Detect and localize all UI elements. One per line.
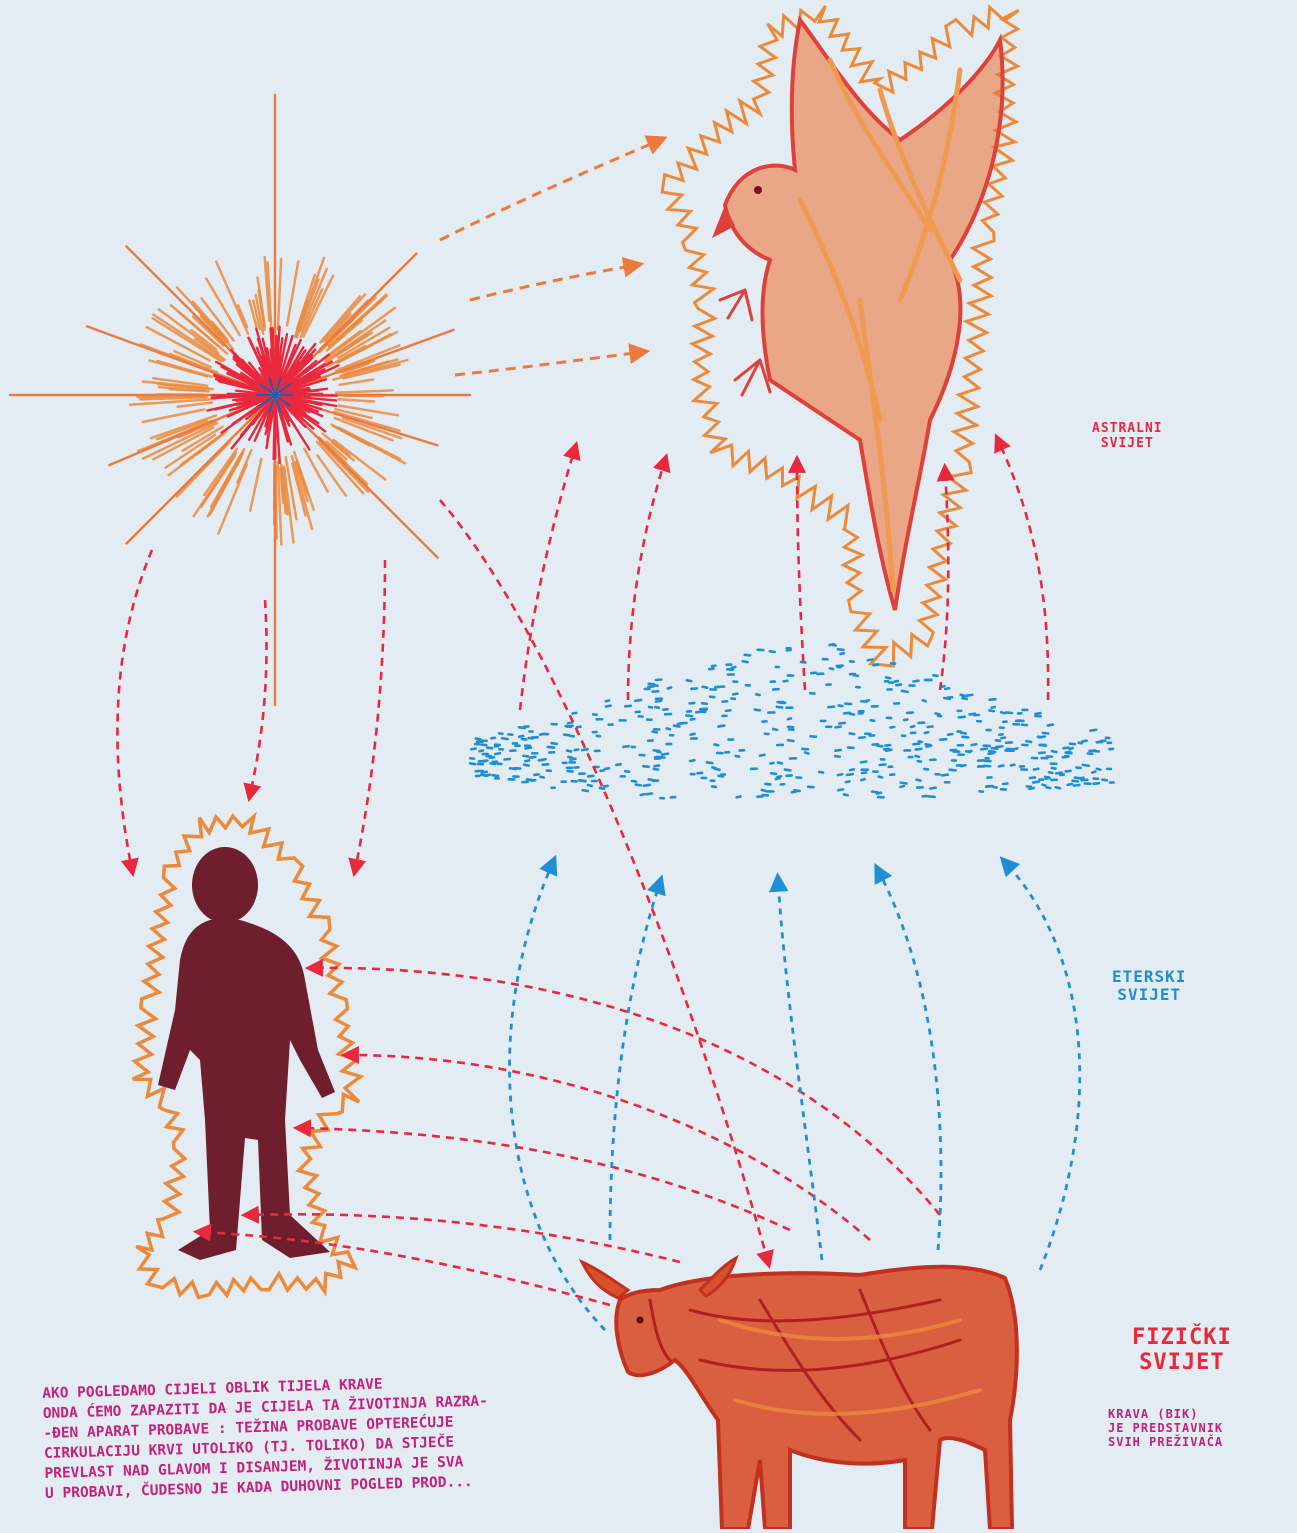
cow-note: KRAVA (BIK) JE PREDSTAVNIK SVIH PREŽIVAČ… [1108, 1408, 1223, 1449]
astral-label-line-2: SVIJET [1092, 437, 1163, 452]
human-figure-icon [133, 816, 361, 1297]
sun-star-icon [10, 95, 470, 705]
astral-world-label: ASTRALNI SVIJET [1092, 422, 1163, 452]
etheric-label-line-1: ETERSKI [1112, 968, 1186, 986]
sun-to-bird-arrows [440, 140, 660, 375]
blue-etheric-arrows [510, 862, 1080, 1330]
etheric-cloud-icon [470, 644, 1113, 798]
bird-icon [662, 6, 1019, 666]
etheric-world-label: ETERSKI SVIJET [1112, 968, 1186, 1005]
cow-note-line-2: JE PREDSTAVNIK [1108, 1422, 1223, 1436]
physical-label-line-1: FIZIČKI [1132, 1325, 1232, 1350]
astral-label-line-1: ASTRALNI [1092, 422, 1163, 437]
handwritten-body-text: AKO POGLEDAMO CIJELI OBLIK TIJELA KRAVE … [42, 1362, 825, 1504]
physical-label-line-2: SVIJET [1132, 1350, 1232, 1375]
cow-note-line-1: KRAVA (BIK) [1108, 1408, 1223, 1422]
red-force-arrows [117, 440, 1048, 1305]
etheric-label-line-2: SVIJET [1112, 986, 1186, 1004]
physical-world-label: FIZIČKI SVIJET [1132, 1325, 1232, 1376]
cow-note-line-3: SVIH PREŽIVAČA [1108, 1436, 1223, 1450]
